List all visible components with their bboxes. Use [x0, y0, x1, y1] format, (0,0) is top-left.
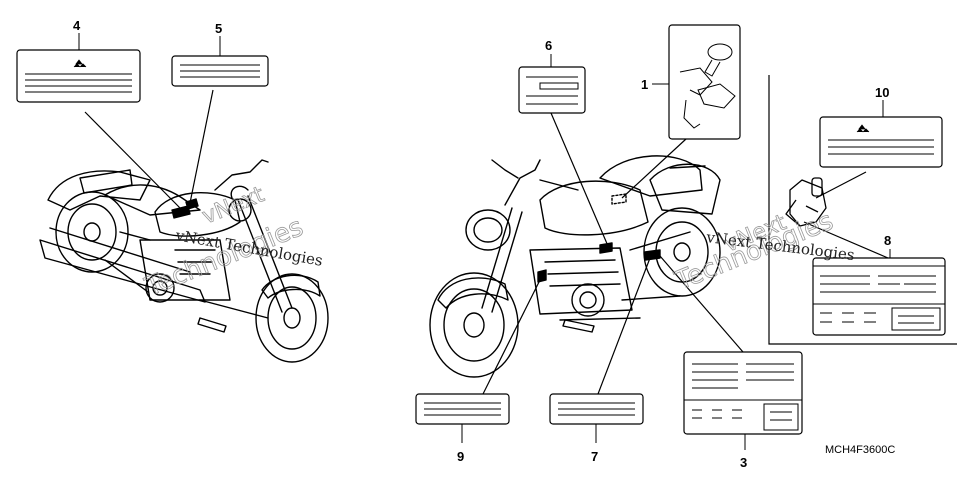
callout-3: 3 [740, 455, 747, 470]
label-6 [518, 54, 586, 114]
label-4 [16, 33, 141, 103]
callout-8: 9 [457, 449, 464, 464]
callout-9: 8 [884, 233, 891, 248]
leader-lines-middle [482, 112, 744, 395]
steering-stem-detail [785, 171, 889, 259]
label-1 [652, 24, 741, 140]
part-code: MCH4F3600C [825, 444, 895, 456]
callout-10: 10 [875, 85, 889, 100]
label-8 [415, 393, 510, 443]
leader-lines-left [84, 89, 214, 211]
label-9 [812, 249, 946, 336]
callout-4: 4 [73, 18, 81, 33]
label-10 [819, 100, 943, 168]
motorcycle-middle [429, 155, 721, 378]
callout-1: 1 [641, 77, 648, 92]
inset-panel [768, 75, 957, 345]
motorcycle-left [39, 159, 329, 363]
label-3 [683, 351, 803, 450]
label-5 [171, 36, 269, 87]
callout-7: 7 [591, 449, 598, 464]
callout-5: 5 [215, 21, 222, 36]
label-7 [549, 393, 644, 443]
callout-6: 6 [545, 38, 552, 53]
